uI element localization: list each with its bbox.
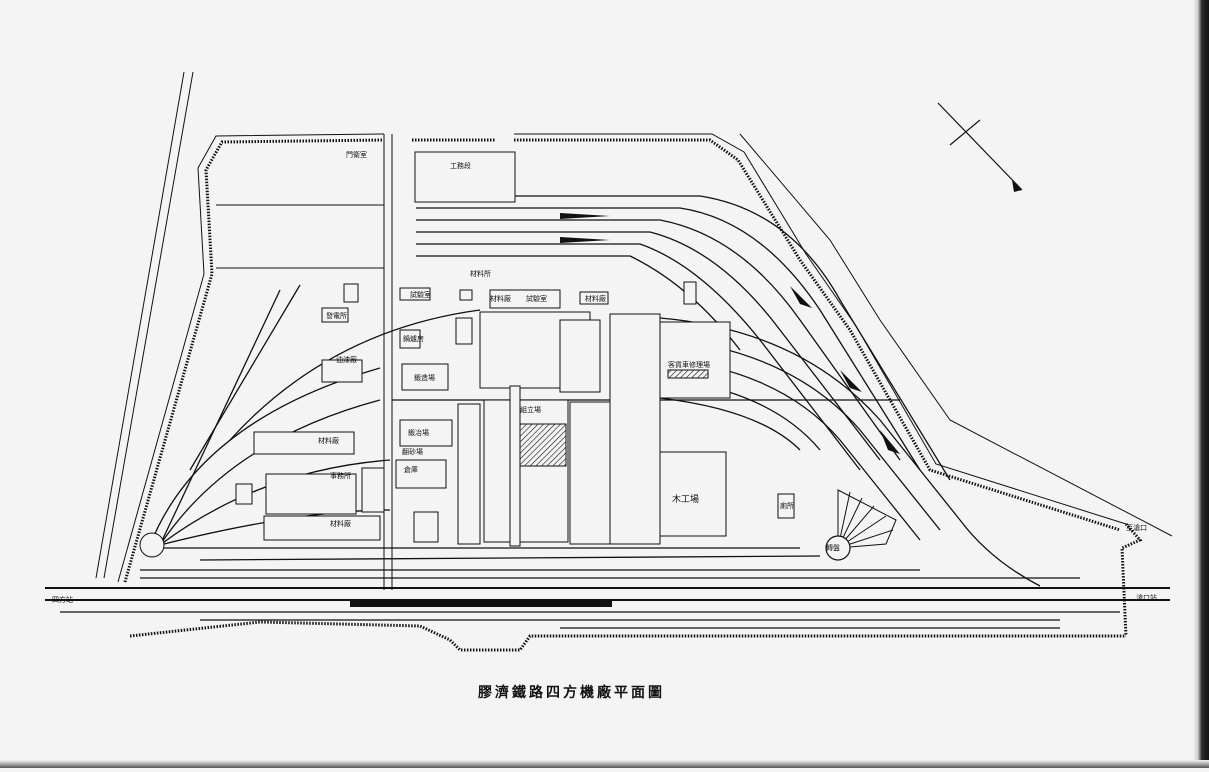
label-materials-2: 材料廠 xyxy=(585,294,606,303)
label-toilet: 廁所 xyxy=(780,501,794,510)
map-title: 膠濟鐵路四方機廠平面圖 xyxy=(478,685,665,701)
label-materials-1: 材料廠 xyxy=(490,294,511,303)
label-car-repair: 客貨車修理場 xyxy=(668,360,710,369)
internal-road xyxy=(216,134,900,590)
road-left xyxy=(95,71,194,579)
label-casting: 鍛冶場 xyxy=(408,428,429,437)
label-office: 事務所 xyxy=(330,471,351,480)
label-road-right: 至滄口 xyxy=(1126,523,1147,532)
label-test-room: 試驗室 xyxy=(410,290,431,299)
buildings xyxy=(235,151,795,547)
label-stores: 材料廠 xyxy=(330,519,351,528)
label-erecting: 組立場 xyxy=(520,405,541,414)
label-storage: 倉庫 xyxy=(404,465,418,474)
boundary-wall xyxy=(117,133,1173,652)
label-materials-3: 材料所 xyxy=(470,269,491,278)
label-wood: 木工場 xyxy=(672,493,699,505)
label-oil: 油漆廠 xyxy=(336,355,357,364)
turntable-icon xyxy=(825,535,851,561)
north-arrow-icon xyxy=(937,102,1023,192)
main-line-tracks xyxy=(45,547,1170,629)
scan-edge-bottom xyxy=(0,760,1209,768)
label-turntable: 轉盤 xyxy=(826,543,840,552)
label-materials-shop: 材料廠 xyxy=(318,436,339,445)
yard-tracks xyxy=(416,195,1041,587)
label-foundry: 翻砂場 xyxy=(402,447,423,456)
label-forge: 鍛造場 xyxy=(414,373,435,382)
label-boiler-room: 鍋爐房 xyxy=(403,334,424,343)
label-gate: 門衛室 xyxy=(346,150,367,159)
label-station-right: 滄口站 xyxy=(1136,593,1157,602)
label-power: 發電所 xyxy=(326,311,347,320)
label-test-lab: 試驗室 xyxy=(526,294,547,303)
label-station-left: 四方站 xyxy=(52,595,73,604)
label-top-building: 工務段 xyxy=(450,161,471,170)
scan-edge-right xyxy=(1193,0,1209,768)
roundhouse xyxy=(825,489,897,561)
